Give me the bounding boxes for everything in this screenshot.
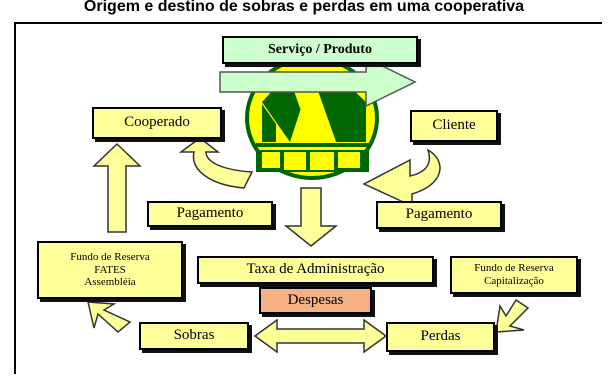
green-flow-arrow: [219, 56, 417, 108]
down-arrow: [283, 187, 339, 247]
small-arrow-right: [495, 298, 530, 333]
fundo-reserva-cap-line-1: Fundo de Reserva: [474, 262, 554, 275]
curved-arrow-left: [178, 137, 254, 189]
double-arrow: [253, 318, 388, 354]
up-arrow: [92, 142, 142, 233]
page-title: Origem e destino de sobras e perdas em u…: [83, 0, 525, 15]
sobras-box: Sobras: [139, 322, 249, 350]
small-arrow-left: [87, 301, 132, 333]
fundo-reserva-line-3: Assembléia: [84, 276, 136, 289]
despesas-box: Despesas: [259, 287, 372, 314]
curved-arrow-right: [362, 148, 441, 208]
pagamento-left-box: Pagamento: [147, 201, 273, 227]
cooperado-box: Cooperado: [92, 107, 222, 139]
pagamento-right-box: Pagamento: [376, 201, 502, 229]
servico-produto-box: Serviço / Produto: [222, 36, 418, 64]
fundo-reserva-capitalizacao-box: Fundo de Reserva Capitalização: [450, 256, 578, 294]
fundo-reserva-line-2: FATES: [94, 263, 126, 276]
fundo-reserva-line-1: Fundo de Reserva: [70, 251, 150, 264]
taxa-administracao-box: Taxa de Administração: [197, 256, 434, 284]
diagram-frame: [14, 22, 602, 374]
perdas-box: Perdas: [386, 322, 495, 352]
fundo-reserva-cap-line-2: Capitalização: [484, 275, 544, 287]
cliente-box: Cliente: [410, 110, 498, 142]
fundo-reserva-fates-box: Fundo de Reserva FATES Assembléia: [37, 241, 183, 299]
